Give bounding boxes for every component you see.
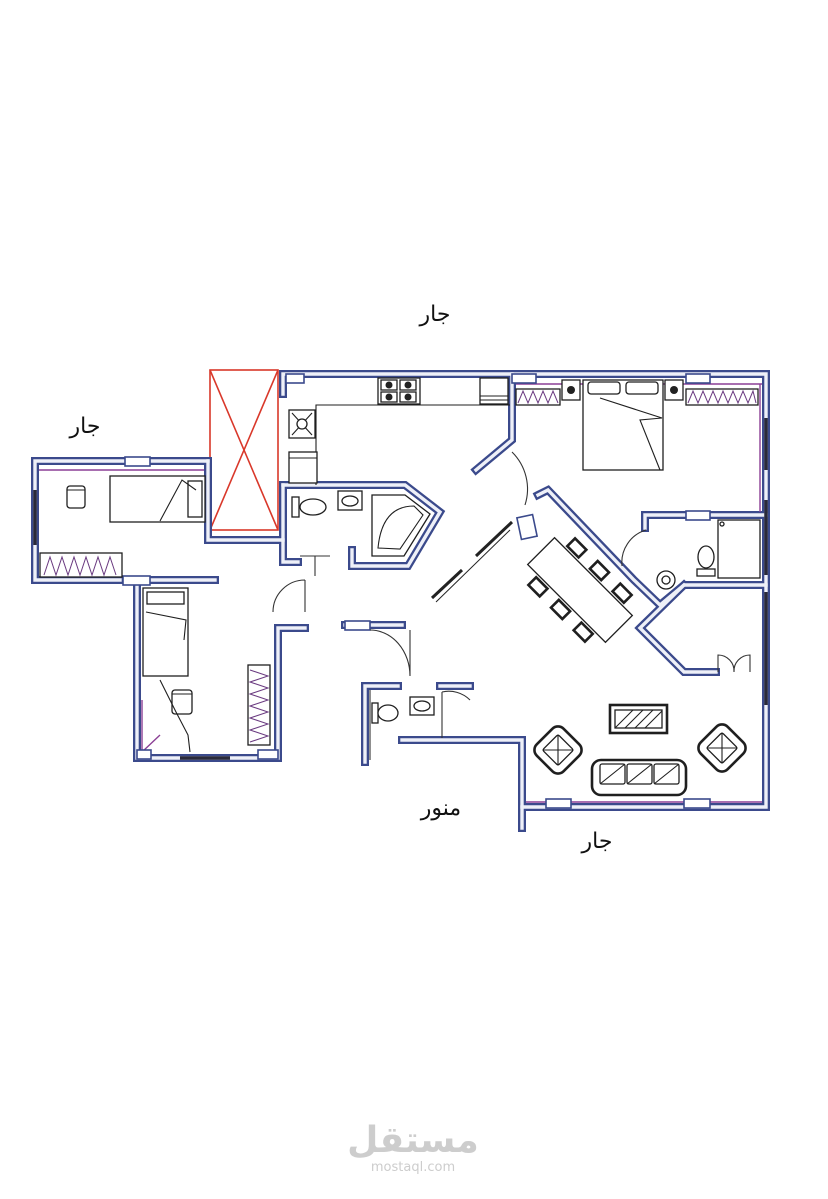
wardrobe xyxy=(39,552,123,578)
sink xyxy=(337,490,363,511)
chair xyxy=(565,536,589,560)
chair xyxy=(171,689,193,715)
watermark: مستقل mostaql.com xyxy=(347,1120,479,1175)
toilet xyxy=(696,545,716,577)
label-neighbor-left: جار xyxy=(69,414,101,439)
door-ensuite xyxy=(621,529,647,567)
counter xyxy=(315,404,510,485)
chair xyxy=(526,575,550,599)
living-room xyxy=(533,703,747,797)
closet-doors xyxy=(717,654,751,673)
bed xyxy=(582,379,664,471)
wardrobe xyxy=(247,664,271,746)
bathtub xyxy=(371,494,431,557)
door-corridor xyxy=(369,629,411,677)
toilet xyxy=(371,702,399,724)
bed xyxy=(109,475,206,523)
armchair xyxy=(697,723,747,773)
label-light-well: منور xyxy=(420,796,461,821)
shower xyxy=(717,519,761,579)
bed xyxy=(142,587,189,677)
chair xyxy=(66,485,86,509)
oven xyxy=(479,377,509,405)
nightstand xyxy=(561,379,581,401)
ensuite xyxy=(656,519,761,590)
toilet xyxy=(291,496,327,518)
sliding-door xyxy=(430,520,514,603)
master-bedroom xyxy=(515,379,759,471)
chair xyxy=(571,620,595,644)
kitchen xyxy=(288,377,510,485)
wardrobe xyxy=(515,388,561,406)
sofa xyxy=(590,758,688,797)
label-neighbor-bottom: جار xyxy=(581,829,613,854)
fridge xyxy=(288,451,318,484)
wardrobe xyxy=(685,388,759,406)
door-master-bedroom xyxy=(511,451,529,506)
columns xyxy=(122,373,711,809)
desk xyxy=(159,679,191,753)
door-left-bedroom xyxy=(272,579,306,613)
armchair xyxy=(533,725,583,775)
light-shaft xyxy=(209,369,279,531)
chair xyxy=(549,598,572,621)
label-neighbor-top: جار xyxy=(419,302,451,327)
dining-table xyxy=(526,536,634,644)
bathroom xyxy=(291,490,431,557)
door-wc xyxy=(441,690,471,738)
sink xyxy=(656,570,676,590)
watermark-logo: مستقل xyxy=(347,1120,479,1161)
nightstand xyxy=(664,379,684,401)
wc xyxy=(371,696,435,724)
kitchen-sink xyxy=(288,409,316,439)
left-bedroom xyxy=(39,475,206,578)
chair xyxy=(588,559,611,582)
lower-bedroom xyxy=(142,587,271,753)
chair xyxy=(610,581,634,605)
doors xyxy=(272,451,751,760)
sink xyxy=(409,696,435,716)
tv-unit xyxy=(608,703,669,735)
watermark-site: mostaql.com xyxy=(371,1160,455,1175)
stove xyxy=(377,377,421,405)
